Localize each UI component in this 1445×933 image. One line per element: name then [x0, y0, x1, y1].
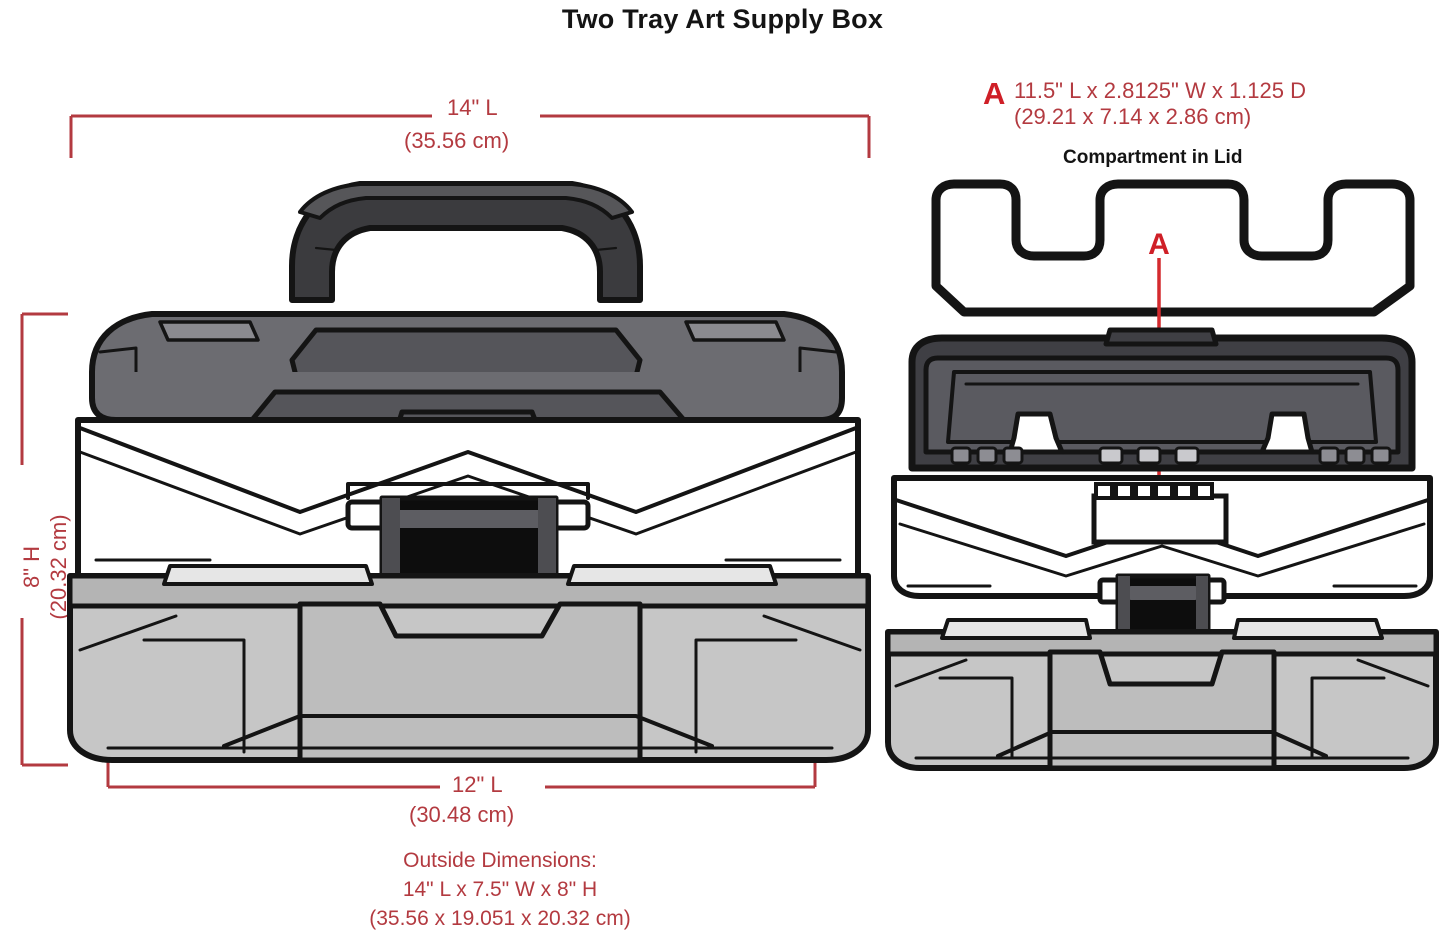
height-dimension-label-group: 8" H (20.32 cm)	[18, 487, 72, 647]
outside-dimensions-metric: (35.56 x 19.051 x 20.32 cm)	[369, 907, 631, 930]
lid-compartment-outline	[931, 179, 1415, 317]
height-metric: (20.32 cm)	[46, 514, 71, 620]
callout-a-caption: Compartment in Lid	[1063, 147, 1243, 168]
toolbox-handle	[289, 181, 643, 303]
toolbox-base	[67, 573, 871, 763]
open-lid	[908, 327, 1416, 472]
page-title: Two Tray Art Supply Box	[561, 4, 884, 34]
callout-a-marker: A	[1148, 228, 1170, 261]
closed-toolbox-view	[67, 181, 871, 763]
open-toolbox-base	[885, 629, 1439, 771]
top-length-metric: (35.56 cm)	[404, 128, 510, 153]
callout-a-leader-line	[1146, 258, 1172, 507]
toolbox-base-tabs	[162, 564, 778, 586]
outside-dimensions-heading: Outside Dimensions:	[403, 849, 597, 872]
lid-compartment-block	[1091, 482, 1229, 545]
open-toolbox-upper-body	[891, 475, 1433, 599]
bottom-length-label: 12" L	[452, 772, 503, 797]
lid-latch-tab	[391, 409, 545, 453]
top-length-label: 14" L	[447, 95, 498, 120]
lid-hinge-knuckles	[950, 446, 1392, 465]
callout-a-letter: A	[983, 76, 1006, 111]
height-label: 8" H	[19, 545, 44, 589]
outside-dimensions-imperial: 14" L x 7.5" W x 8" H	[402, 878, 598, 901]
callout-a-dimension-cm: (29.21 x 7.14 x 2.86 cm)	[1014, 104, 1252, 129]
bottom-length-metric: (30.48 cm)	[409, 802, 515, 827]
callout-a-dimension-inches: 11.5" L x 2.8125" W x 1.125 D	[1014, 78, 1307, 103]
toolbox-upper-body	[75, 417, 861, 601]
open-toolbox-base-tabs	[940, 618, 1384, 640]
open-lid-toolbox-view	[885, 327, 1439, 771]
toolbox-latch	[345, 495, 591, 643]
open-toolbox-latch	[1097, 573, 1227, 697]
outside-dimensions-block: Outside Dimensions: 14" L x 7.5" W x 8" …	[0, 846, 1000, 933]
toolbox-lid	[89, 311, 845, 395]
toolbox-lid-skirt	[89, 372, 845, 423]
